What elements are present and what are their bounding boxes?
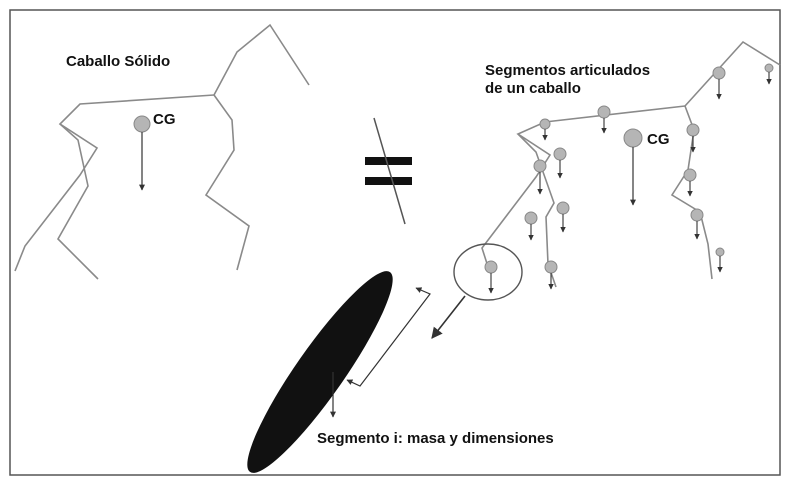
segment-marker	[484, 260, 498, 294]
segment-marker	[553, 147, 567, 179]
selected-segment-highlight	[453, 243, 523, 301]
segment-marker	[690, 208, 704, 240]
segment-marker	[712, 66, 726, 100]
articulated-segments-label: Segmentos articulados de un caballo	[485, 62, 650, 98]
articulated-segments-label-line1: Segmentos articulados	[485, 62, 651, 79]
segment-marker	[686, 123, 700, 153]
not-equal-symbol	[365, 117, 412, 225]
cg-label-right: CG	[647, 131, 670, 148]
articulated-segments-label-line2: de un caballo	[485, 80, 581, 97]
solid-horse-outline	[14, 23, 310, 280]
segment-marker	[533, 159, 547, 195]
segment-marker	[539, 118, 551, 141]
segment-marker	[683, 168, 697, 197]
center-of-gravity-marker-right	[623, 128, 643, 148]
center-of-gravity-marker-left	[133, 115, 151, 133]
dimension-bracket	[346, 287, 431, 387]
segment-marker	[524, 211, 538, 241]
segment-marker	[597, 105, 611, 134]
segment-marker	[556, 201, 570, 233]
segment-marker	[544, 260, 558, 290]
diagram-frame	[9, 9, 781, 476]
segment-marker	[764, 63, 774, 85]
segment-caption: Segmento i: masa y dimensiones	[317, 430, 554, 447]
zoom-arrow	[431, 295, 466, 339]
segment-marker	[715, 247, 725, 273]
enlarged-segment-shape	[247, 271, 393, 473]
solid-horse-label: Caballo Sólido	[66, 53, 171, 70]
segment-cg-markers	[484, 63, 774, 294]
cg-label-left: CG	[153, 111, 176, 128]
